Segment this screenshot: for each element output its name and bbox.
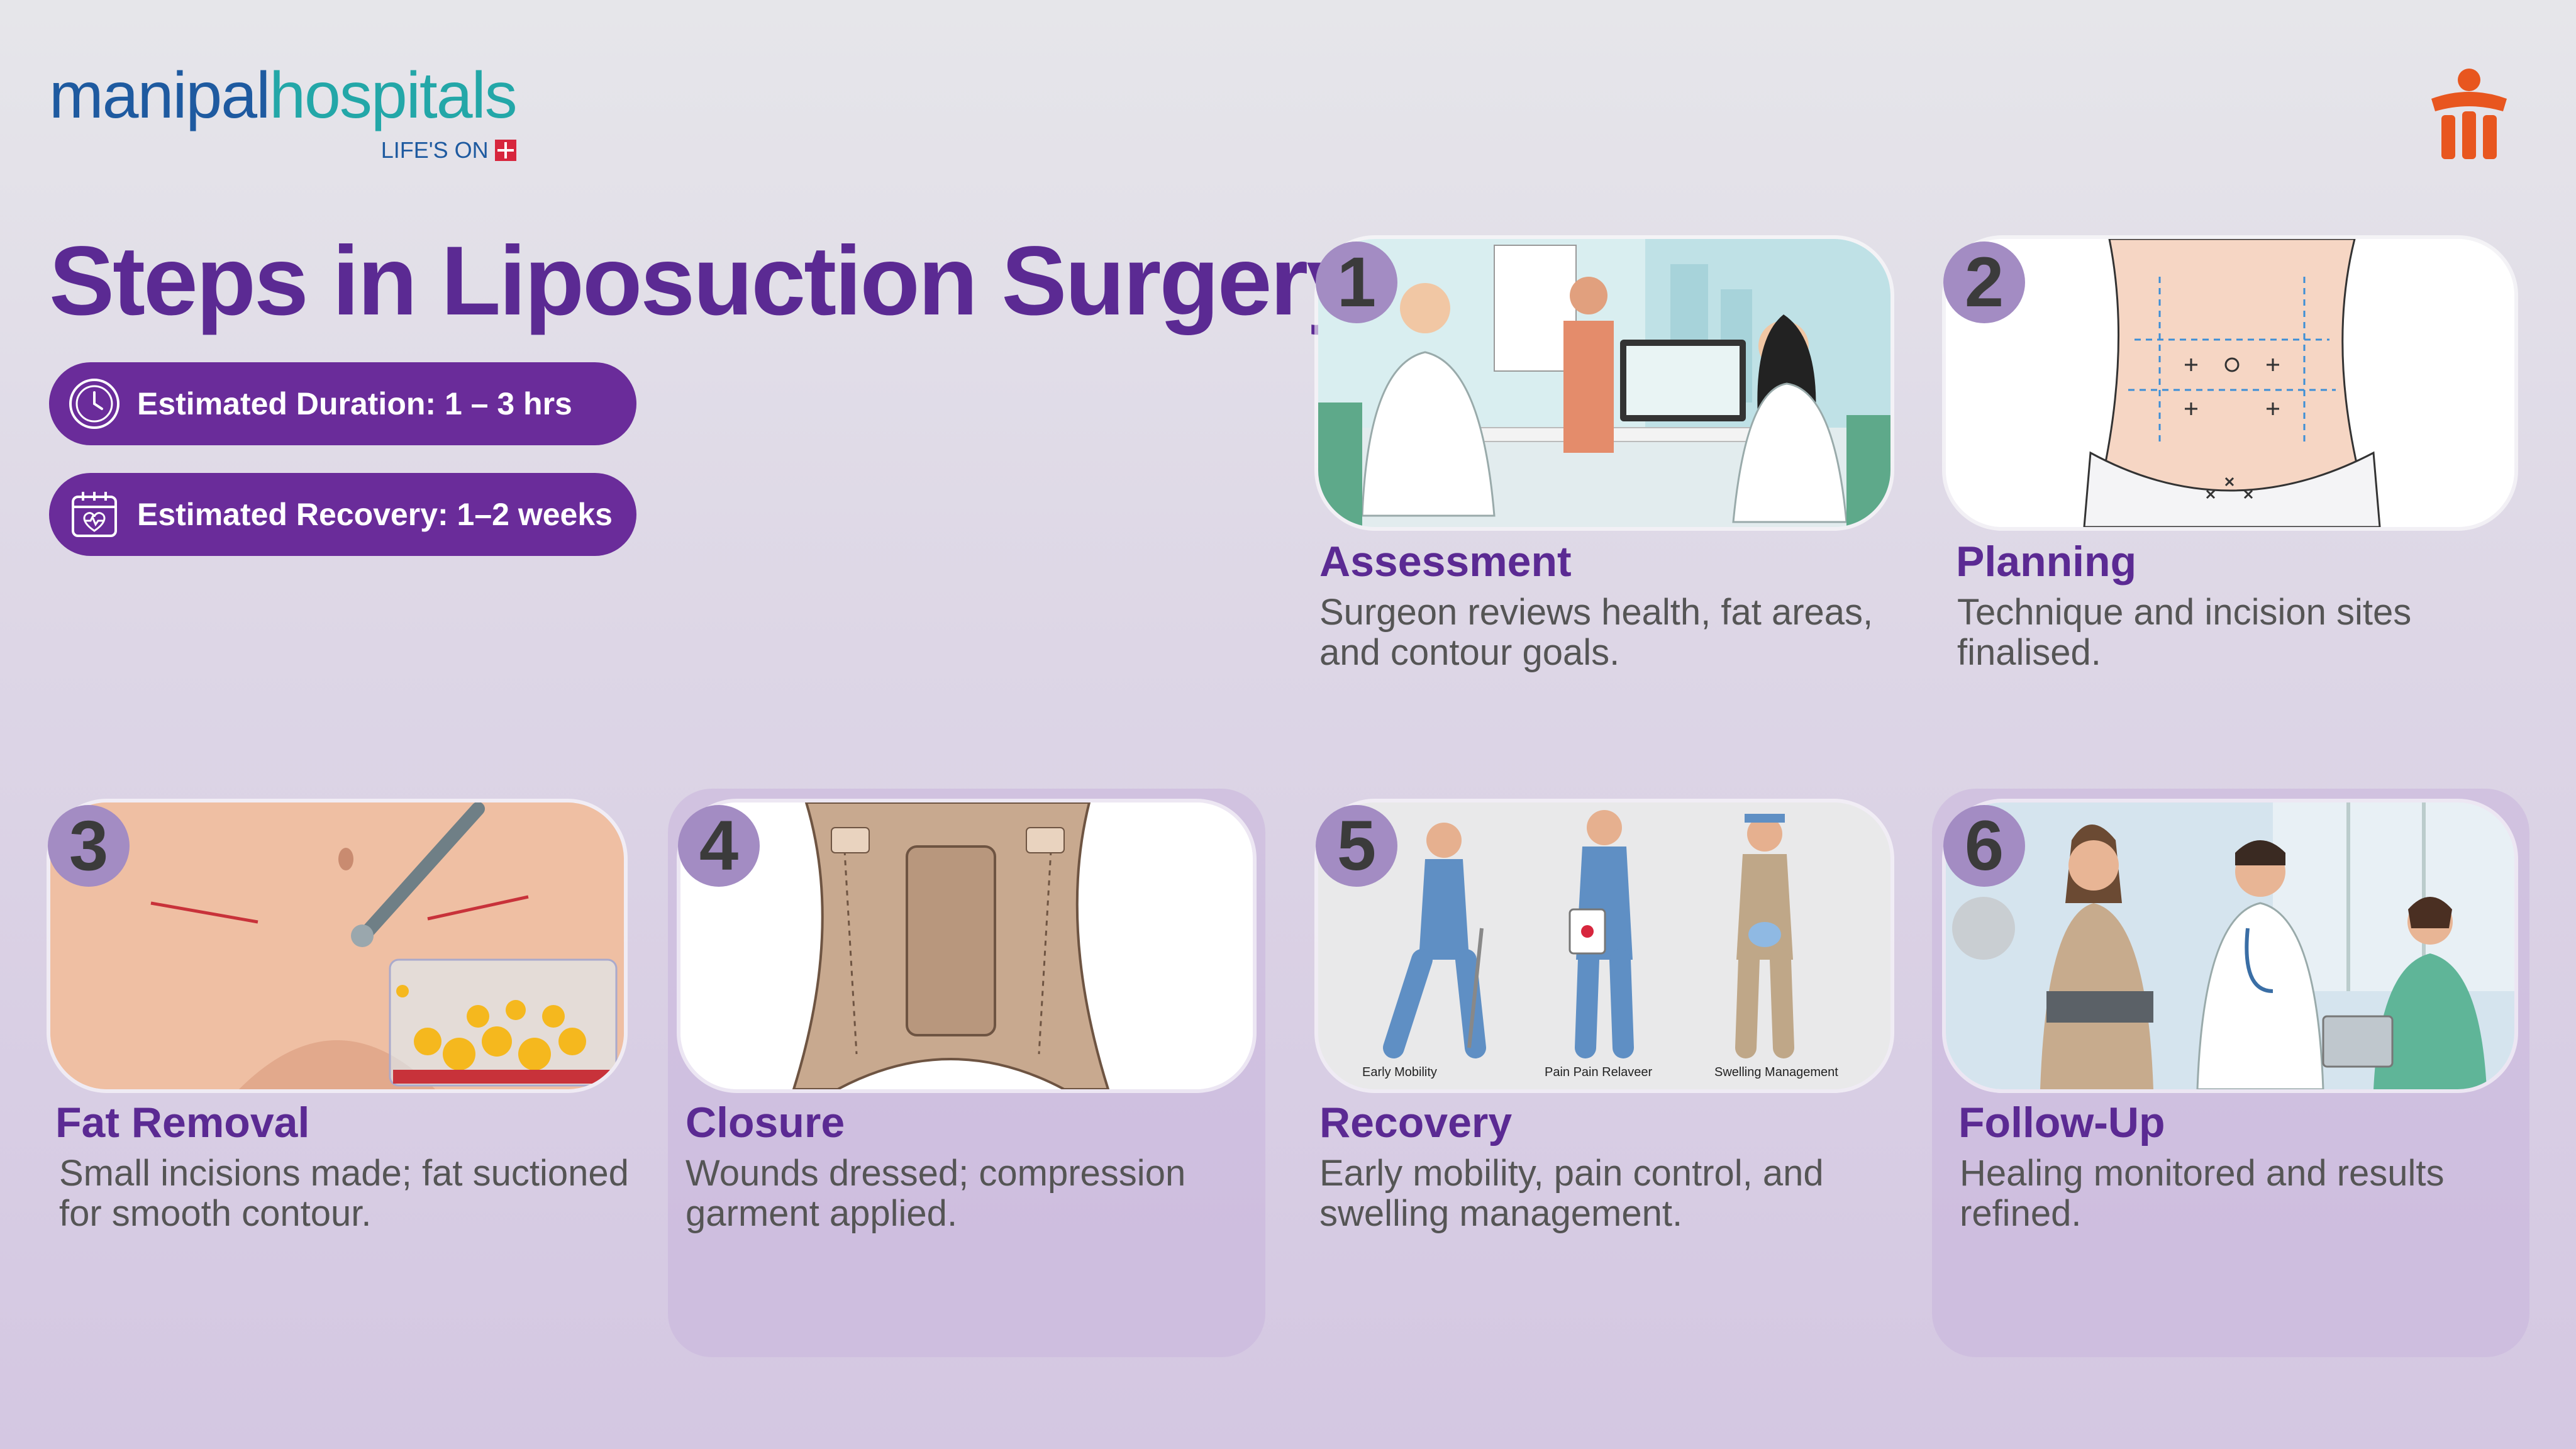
step-2-title: Planning [1956, 538, 2137, 586]
step-2-description: Technique and incision sites finalised. [1957, 592, 2412, 673]
brand-person-icon [2431, 66, 2507, 160]
step-1-description: Surgeon reviews health, fat areas, and c… [1319, 592, 1874, 673]
step-6-title: Follow-Up [1958, 1099, 2165, 1146]
brand-logo: manipalhospitals LIFE'S ON [49, 59, 518, 163]
page-title: Steps in Liposuction Surgery [49, 226, 1361, 336]
red-cross-icon [494, 140, 516, 161]
step-2-illustration [1946, 239, 2514, 527]
logo-tagline: LIFE'S ON [381, 137, 516, 164]
step-4-description: Wounds dressed; compression garment appl… [686, 1153, 1186, 1234]
step-1-badge: 1 [1316, 242, 1397, 323]
duration-label: Estimated Duration: 1 – 3 hrs [137, 386, 572, 421]
step-5-description: Early mobility, pain control, and swelli… [1319, 1153, 1824, 1234]
step-4-illustration [680, 802, 1253, 1089]
step-1-title: Assessment [1319, 538, 1572, 586]
step-6-illustration [1946, 802, 2514, 1089]
clock-icon [69, 379, 119, 429]
duration-pill: Estimated Duration: 1 – 3 hrs [49, 362, 636, 445]
step-4-title: Closure [686, 1099, 845, 1146]
step-5-badge: 5 [1316, 805, 1397, 887]
step-6-description: Healing monitored and results refined. [1960, 1153, 2445, 1234]
step-3-description: Small incisions made; fat suctioned for … [59, 1153, 629, 1234]
step-3-illustration [50, 802, 624, 1089]
step-6-badge: 6 [1943, 805, 2025, 887]
step-3-title: Fat Removal [55, 1099, 310, 1146]
step-5-title: Recovery [1319, 1099, 1513, 1146]
caption-pain-relief: Pain Pain Relaveer [1545, 1065, 1653, 1079]
step-4-badge: 4 [678, 805, 760, 887]
step-2-badge: 2 [1943, 242, 2025, 323]
step-5-illustration: Early Mobility Pain Pain Relaveer Swelli… [1318, 802, 1890, 1089]
logo-wordmark: manipalhospitals [49, 59, 518, 132]
recovery-label: Estimated Recovery: 1–2 weeks [137, 497, 613, 532]
calendar-heart-icon [72, 492, 117, 537]
caption-early-mobility: Early Mobility [1362, 1065, 1437, 1079]
step-3-badge: 3 [48, 805, 130, 887]
step-1-illustration [1318, 239, 1890, 527]
recovery-pill: Estimated Recovery: 1–2 weeks [49, 473, 636, 556]
caption-swelling-management: Swelling Management [1714, 1065, 1838, 1079]
